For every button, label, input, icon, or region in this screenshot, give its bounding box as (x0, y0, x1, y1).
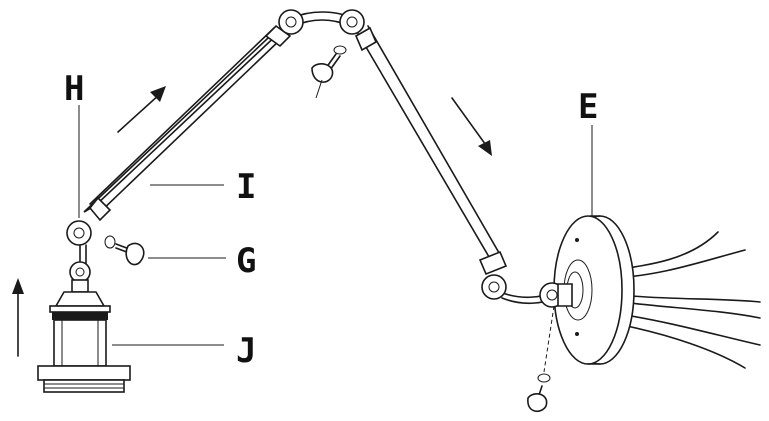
arrow-up-left (12, 278, 24, 357)
hinge-top-left (278, 9, 304, 35)
hinge-left (66, 220, 92, 246)
hinge-base (539, 282, 573, 308)
arrow-diagonal-up (117, 86, 166, 133)
lamp-socket (37, 291, 131, 393)
upper-arm (83, 11, 557, 305)
hinge-top-right (339, 9, 365, 35)
arrow-diagonal-down (451, 97, 492, 156)
label-e: E (578, 87, 598, 127)
hinge-bottom-right (481, 274, 507, 300)
label-i: I (236, 167, 256, 207)
wing-screw-top (311, 45, 347, 99)
label-h: H (64, 69, 84, 109)
label-g: G (236, 241, 256, 281)
wall-base (553, 215, 635, 365)
leader-lines (78, 105, 593, 346)
socket-stem (69, 244, 91, 293)
wing-screw-bottom (527, 305, 555, 413)
wing-screw-left (104, 235, 145, 266)
label-j: J (236, 331, 256, 371)
